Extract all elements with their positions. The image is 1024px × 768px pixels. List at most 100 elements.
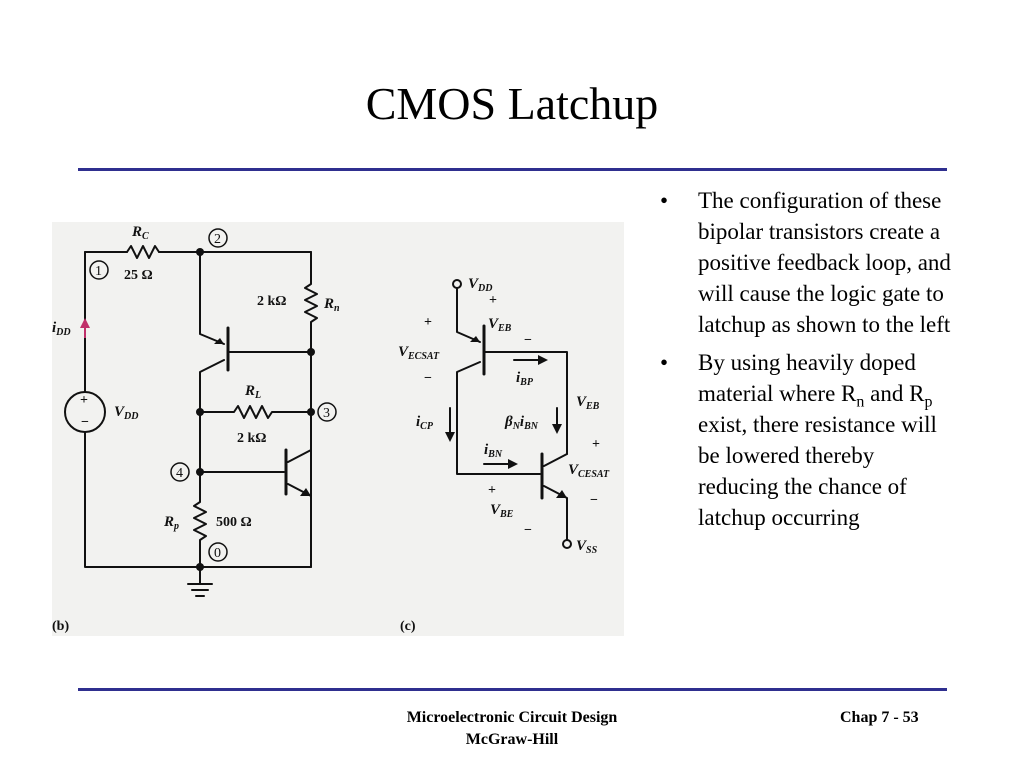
- svg-text:+: +: [424, 315, 432, 330]
- svg-text:Rn: Rn: [323, 296, 340, 314]
- c-vecsat-label: V: [398, 344, 410, 360]
- ground-symbol: [187, 583, 213, 597]
- rl-left-dot: [196, 408, 204, 416]
- node-0-label: 0: [214, 546, 221, 561]
- c-vbe-label: V: [490, 502, 502, 518]
- svg-text:−: −: [590, 493, 598, 508]
- bullet-dot: •: [660, 350, 669, 375]
- node-3-label: 3: [323, 406, 330, 421]
- svg-text:VDD: VDD: [114, 404, 138, 422]
- svg-text:VECSAT: VECSAT: [398, 344, 440, 362]
- left-rail-wire: [84, 251, 201, 568]
- q2-emitter-wire: [287, 483, 312, 568]
- svg-text:VCESAT: VCESAT: [568, 462, 610, 480]
- svg-text:RC: RC: [131, 224, 149, 242]
- c-ibn-label: i: [484, 442, 489, 458]
- node-2-label: 2: [214, 232, 221, 247]
- c-beta-isub: BN: [523, 421, 539, 432]
- c-veb-sub: EB: [497, 323, 512, 334]
- svg-text:+: +: [489, 293, 497, 308]
- c-vbe-sub: BE: [499, 509, 514, 520]
- idd-label: i: [52, 320, 57, 336]
- c-veb-label: V: [488, 316, 500, 332]
- rn-subscript: n: [856, 393, 865, 411]
- rp-subscript: p: [924, 393, 933, 411]
- bullet-list: • The configuration of these bipolar tra…: [654, 185, 954, 540]
- svg-text:+: +: [592, 437, 600, 452]
- svg-text:VEB: VEB: [488, 316, 512, 334]
- rl-value: 2 kΩ: [237, 431, 267, 446]
- vss-terminal: [562, 539, 572, 549]
- c-ibp-label: i: [516, 370, 521, 386]
- idd-arrowhead: [80, 318, 90, 328]
- rn-value: 2 kΩ: [257, 294, 287, 309]
- node-1-label: 1: [95, 264, 102, 279]
- rc-value: 25 Ω: [124, 268, 153, 283]
- bullet-item-feedback: • The configuration of these bipolar tra…: [654, 185, 954, 340]
- node-1-marker: [89, 260, 109, 280]
- rp-label: R: [163, 514, 174, 530]
- svg-text:Rp: Rp: [163, 514, 179, 532]
- footer-publisher: McGraw-Hill: [465, 731, 559, 748]
- svg-text:VEB: VEB: [576, 394, 600, 412]
- svg-text:iDD: iDD: [52, 320, 71, 338]
- node-3-marker: [317, 402, 337, 422]
- rn-label: R: [323, 296, 334, 312]
- q1-emitter-wire: [199, 251, 225, 345]
- svg-text:iBN: iBN: [484, 442, 503, 460]
- latchup-circuit-figure: + − 1 2 3 4 0 RC 25 Ω 2 kΩ Rn RL 2 kΩ Rp…: [52, 222, 624, 636]
- pnp-base-to-npn: [483, 351, 568, 455]
- svg-text:VBE: VBE: [490, 502, 514, 520]
- figure-b-tag: (b): [52, 619, 69, 634]
- bullet-text-and: and: [864, 381, 910, 406]
- c-vecsat-sub: ECSAT: [407, 351, 440, 362]
- svg-text:−: −: [81, 415, 89, 430]
- svg-text:VSS: VSS: [576, 538, 598, 556]
- c-vss-sub: SS: [586, 545, 598, 556]
- c-veb2-sub: EB: [585, 401, 600, 412]
- node3-dot: [307, 408, 315, 416]
- vdd-source: [64, 391, 106, 433]
- circuit-diagrams: + − 1 2 3 4 0 RC 25 Ω 2 kΩ Rn RL 2 kΩ Rp…: [52, 224, 610, 634]
- svg-text:+: +: [488, 483, 496, 498]
- rn-sub: n: [334, 303, 340, 314]
- bullet-text: The configuration of these bipolar trans…: [698, 188, 951, 337]
- c-icp-sub: CP: [420, 421, 434, 432]
- c-beta-sub: N: [512, 421, 521, 432]
- c-vdd-label: V: [468, 276, 480, 292]
- q1-emitter-arrowhead: [214, 338, 224, 344]
- rc-resistor: [126, 245, 160, 259]
- pnp-emitter-arrowhead: [470, 336, 480, 342]
- svg-text:VDD: VDD: [468, 276, 492, 294]
- c-icp-label: i: [416, 414, 421, 430]
- bullet-text-start: By using heavily doped material where: [698, 350, 916, 406]
- pnp-emitter-wire: [456, 287, 481, 343]
- rn-symbol: R: [841, 381, 857, 406]
- vdd-source-sub: DD: [123, 411, 138, 422]
- rp-symbol: R: [909, 381, 925, 406]
- node0-dot: [196, 563, 204, 571]
- bullet-item-doping: • By using heavily doped material where …: [654, 347, 954, 533]
- c-vcesat-sub: CESAT: [578, 469, 610, 480]
- rl-sub: L: [254, 390, 261, 401]
- ibp-arrowhead: [538, 355, 548, 365]
- rp-resistor: [193, 471, 207, 568]
- ibn-arrowhead: [508, 459, 518, 469]
- node-2-marker: [208, 228, 228, 248]
- rl-label: R: [244, 383, 255, 399]
- npn-emitter-arrowhead: [556, 490, 567, 498]
- icp-arrowhead: [445, 432, 455, 442]
- rn-base-dot: [307, 348, 315, 356]
- c-ibn-sub: BN: [487, 449, 503, 460]
- svg-text:−: −: [524, 333, 532, 348]
- rp-value: 500 Ω: [216, 515, 252, 530]
- footer-course: Microelectronic Circuit Design: [406, 709, 618, 726]
- c-ibp-sub: BP: [519, 377, 534, 388]
- c-beta-label: β: [504, 414, 513, 430]
- footer-page-number: Chap 7 - 53: [840, 709, 919, 726]
- top-divider: [78, 168, 947, 171]
- bullet-text-end: exist, there resistance will be lowered …: [698, 412, 937, 530]
- node-4-label: 4: [176, 466, 183, 481]
- footer-credits: Microelectronic Circuit Design McGraw-Hi…: [300, 707, 724, 751]
- rc-label: R: [131, 224, 142, 240]
